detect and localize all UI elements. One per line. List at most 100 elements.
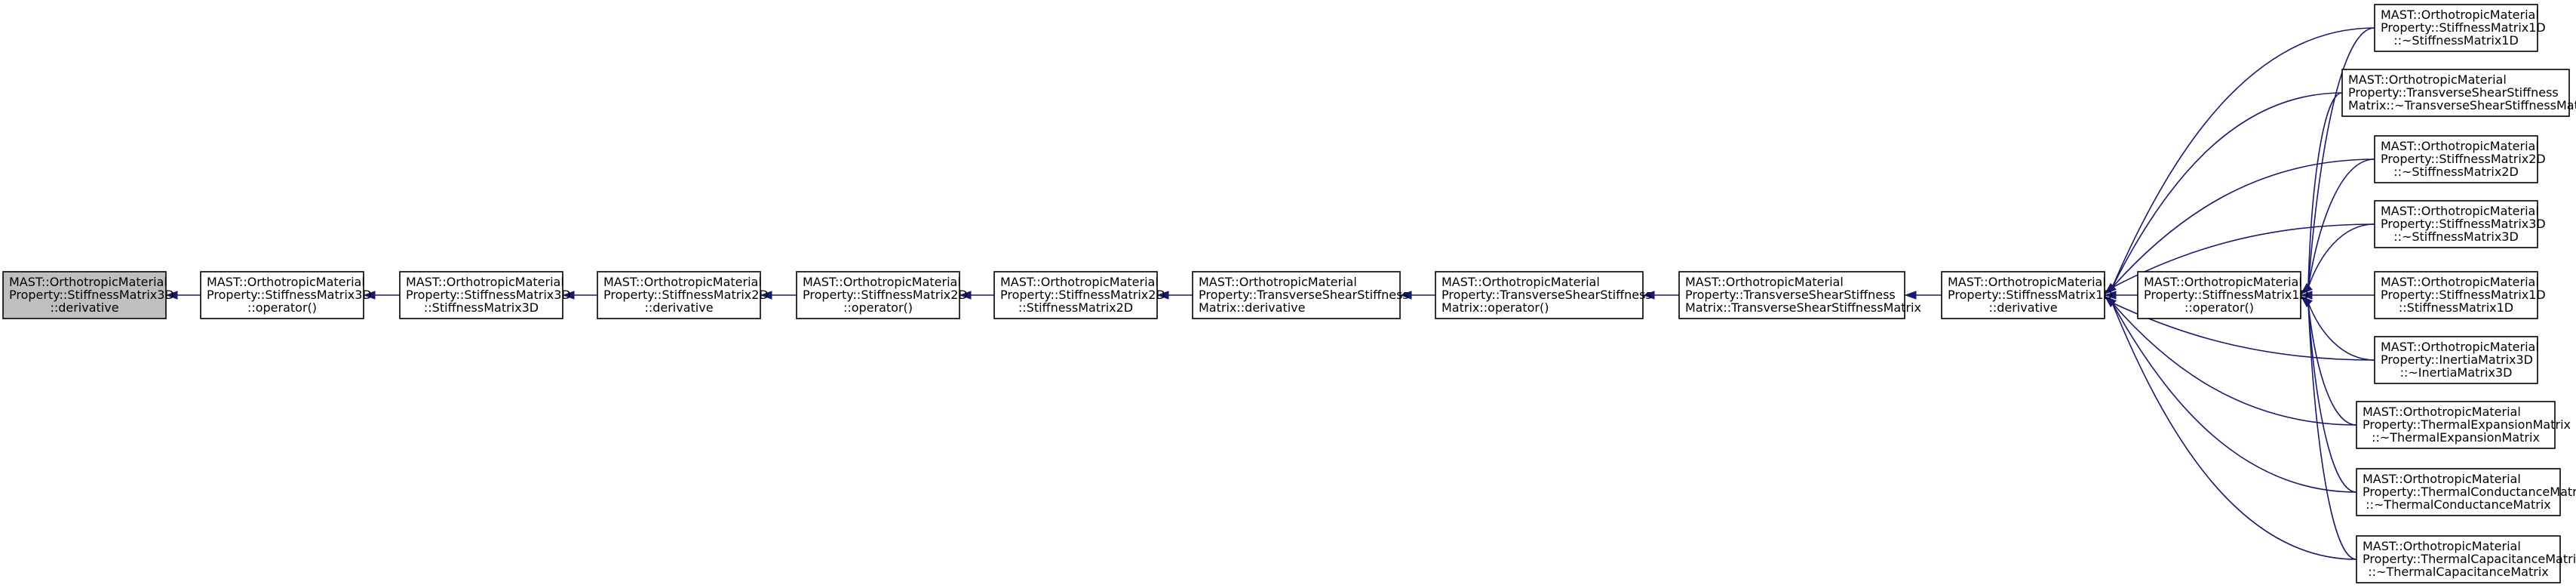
arrow-head-icon [363, 291, 376, 300]
call-edge [2111, 302, 2357, 426]
graph-node[interactable]: MAST::OrthotropicMaterialProperty::Trans… [1192, 271, 1409, 319]
node-label-line: Property::StiffnessMatrix3D [406, 288, 571, 302]
arrow-head-icon [2104, 291, 2117, 300]
node-label-line: Property::StiffnessMatrix2D [603, 288, 769, 302]
node-label-line: MAST::OrthotropicMaterial [803, 275, 961, 289]
node-box [2374, 135, 2538, 183]
arrow-head-icon [2104, 283, 2117, 294]
graph-node[interactable]: MAST::OrthotropicMaterialProperty::Stiff… [2374, 271, 2546, 319]
graph-node[interactable]: MAST::OrthotropicMaterialProperty::Inert… [2374, 336, 2539, 384]
call-edge [2111, 92, 2343, 288]
graph-node[interactable]: MAST::OrthotropicMaterialProperty::Stiff… [1941, 271, 2113, 319]
node-box [2356, 468, 2561, 516]
graph-node[interactable]: MAST::OrthotropicMaterialProperty::Therm… [2356, 401, 2571, 449]
node-label-line: ::~InertiaMatrix3D [2400, 365, 2513, 380]
graph-node[interactable]: MAST::OrthotropicMaterialProperty::Stiff… [796, 271, 968, 319]
node-box [1192, 271, 1401, 319]
call-edge [2307, 27, 2375, 288]
node-box [200, 271, 364, 319]
arrow-head-icon [562, 291, 575, 300]
node-label-line: Property::StiffnessMatrix1D [2144, 288, 2309, 302]
node-label-line: Property::ThermalExpansionMatrix [2363, 417, 2571, 432]
graph-node[interactable]: MAST::OrthotropicMaterialProperty::Stiff… [597, 271, 769, 319]
node-label-line: MAST::OrthotropicMaterial [406, 275, 564, 289]
call-edge [2111, 302, 2357, 493]
arrow-head-icon [165, 291, 178, 300]
node-label-line: Matrix::~TransverseShearStiffnessMatrix [2348, 98, 2576, 112]
graph-node[interactable]: MAST::OrthotropicMaterialProperty::Stiff… [399, 271, 571, 319]
node-label-line: Property::TransverseShearStiffness [1442, 288, 1652, 302]
graph-node[interactable]: MAST::OrthotropicMaterialProperty::Stiff… [993, 271, 1165, 319]
nodes-layer: MAST::OrthotropicMaterialProperty::Stiff… [2, 4, 2576, 583]
node-box [399, 271, 563, 319]
node-label-line: ::~StiffnessMatrix3D [2393, 229, 2519, 244]
node-label-line: MAST::OrthotropicMaterial [2381, 340, 2539, 354]
node-label-line: Property::StiffnessMatrix3D [207, 288, 372, 302]
graph-node[interactable]: MAST::OrthotropicMaterialProperty::Trans… [1435, 271, 1652, 319]
node-box [2356, 401, 2556, 449]
node-box [2374, 4, 2538, 52]
node-label-line: MAST::OrthotropicMaterial [9, 275, 167, 289]
node-label-line: MAST::OrthotropicMaterial [2348, 72, 2507, 87]
node-label-line: MAST::OrthotropicMaterial [2381, 139, 2539, 153]
node-box [2356, 535, 2561, 583]
node-label-line: ::~StiffnessMatrix1D [2393, 33, 2519, 48]
node-label-line: ::StiffnessMatrix1D [2399, 300, 2513, 315]
node-label-line: Property::StiffnessMatrix1D [2381, 288, 2546, 302]
graph-node[interactable]: MAST::OrthotropicMaterialProperty::Stiff… [200, 271, 372, 319]
arrow-head-icon [2300, 283, 2313, 294]
node-label-line: MAST::OrthotropicMaterial [2381, 8, 2539, 22]
arrow-head-icon [2300, 296, 2313, 307]
call-edge [2307, 302, 2375, 361]
node-label-line: Property::ThermalCapacitanceMatrix [2363, 552, 2576, 566]
node-label-line: MAST::OrthotropicMaterial [2363, 472, 2521, 486]
arrow-head-icon [959, 291, 972, 300]
node-label-line: ::operator() [247, 300, 317, 315]
node-box [597, 271, 761, 319]
call-edge [2307, 159, 2375, 288]
call-edge [2111, 159, 2375, 288]
node-label-line: Property::TransverseShearStiffness [1685, 288, 1896, 302]
node-box [2374, 336, 2538, 384]
node-label-line: MAST::OrthotropicMaterial [2363, 539, 2521, 553]
arrow-head-icon [2300, 291, 2313, 300]
node-box [2137, 271, 2301, 319]
arrow-head-icon [2104, 296, 2117, 307]
current-node-box [2, 271, 167, 319]
node-label-line: ::derivative [1988, 300, 2057, 315]
node-box [1941, 271, 2105, 319]
node-label-line: ::StiffnessMatrix3D [424, 300, 539, 315]
node-box [2374, 271, 2538, 319]
call-edge [2307, 92, 2343, 288]
graph-node[interactable]: MAST::OrthotropicMaterialProperty::Trans… [2341, 69, 2576, 117]
node-box [2374, 200, 2538, 248]
graph-node[interactable]: MAST::OrthotropicMaterialProperty::Stiff… [2137, 271, 2309, 319]
node-label-line: Property::StiffnessMatrix3D [2381, 217, 2546, 231]
call-edge [2307, 223, 2375, 288]
arrow-head-icon [1156, 291, 1169, 300]
graph-node[interactable]: MAST::OrthotropicMaterialProperty::Trans… [1678, 271, 1921, 319]
node-label-line: Matrix::derivative [1199, 300, 1305, 315]
call-edge [2307, 302, 2357, 560]
node-label-line: Property::StiffnessMatrix2D [1000, 288, 1165, 302]
node-label-line: Matrix::operator() [1442, 300, 1549, 315]
graph-node[interactable]: MAST::OrthotropicMaterialProperty::Stiff… [2374, 135, 2546, 183]
node-label-line: MAST::OrthotropicMaterial [2381, 204, 2539, 218]
node-label-line: MAST::OrthotropicMaterial [1442, 275, 1600, 289]
call-edge [2307, 302, 2357, 493]
node-label-line: MAST::OrthotropicMaterial [2363, 405, 2521, 419]
graph-node[interactable]: MAST::OrthotropicMaterialProperty::Stiff… [2374, 4, 2546, 52]
node-label-line: MAST::OrthotropicMaterial [207, 275, 365, 289]
node-label-line: Property::StiffnessMatrix2D [803, 288, 968, 302]
node-label-line: Property::StiffnessMatrix2D [2381, 152, 2546, 166]
graph-node[interactable]: MAST::OrthotropicMaterialProperty::Therm… [2356, 468, 2576, 516]
arrow-head-icon [760, 291, 772, 300]
graph-node[interactable]: MAST::OrthotropicMaterialProperty::Therm… [2356, 535, 2576, 583]
node-label-line: ::derivative [50, 300, 118, 315]
node-label-line: Property::TransverseShearStiffness [1199, 288, 1409, 302]
node-box [993, 271, 1158, 319]
node-label-line: ::operator() [2185, 300, 2254, 315]
node-label-line: ::~ThermalConductanceMatrix [2366, 497, 2551, 512]
graph-node[interactable]: MAST::OrthotropicMaterialProperty::Stiff… [2374, 200, 2546, 248]
